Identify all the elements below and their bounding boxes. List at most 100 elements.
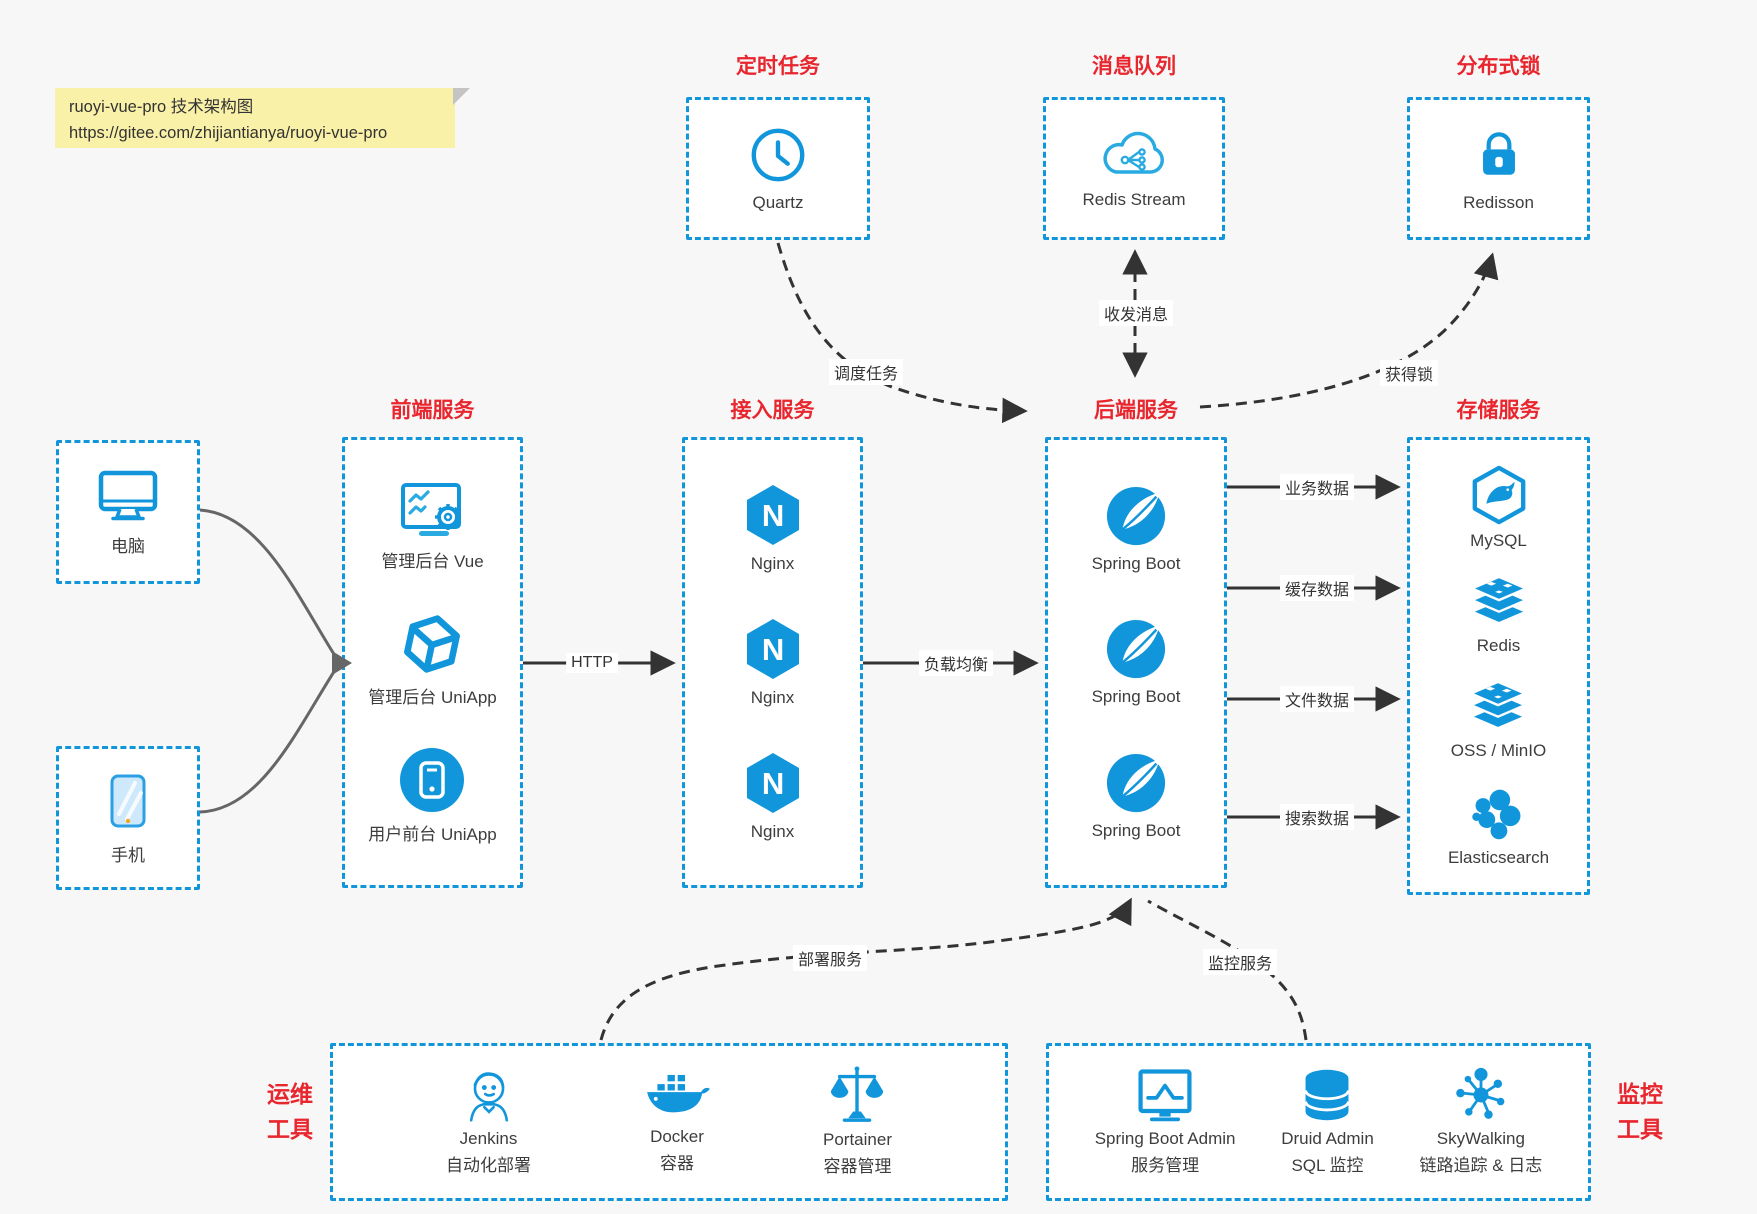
skywalking-desc: 链路追踪 & 日志 — [1419, 1156, 1543, 1175]
svg-text:N: N — [761, 766, 783, 801]
nginx-node: N Nginx — [743, 751, 803, 842]
portainer-name: Portainer — [823, 1130, 892, 1150]
monitor-title-line1: 监控 — [1617, 1081, 1663, 1107]
edge-label-lb: 负载均衡 — [918, 650, 994, 676]
admin-vue-node: 管理后台 Vue — [381, 480, 484, 572]
uniapp-cube-icon — [404, 614, 461, 673]
edge-label-file: 文件数据 — [1279, 686, 1355, 712]
oss-minio-label: OSS / MinIO — [1450, 741, 1547, 760]
edge-label-schedule: 调度任务 — [828, 359, 904, 385]
title-monitor-tools: 监控 工具 — [1602, 1077, 1678, 1146]
nginx-icon: N — [746, 485, 799, 545]
elasticsearch-icon — [1472, 789, 1521, 840]
desktop-icon — [98, 470, 158, 521]
phone-icon — [110, 774, 146, 828]
spring-boot-label: Spring Boot — [1091, 687, 1181, 706]
title-message-queue: 消息队列 — [1092, 55, 1176, 78]
quartz-label: Quartz — [752, 193, 804, 212]
spring-boot-admin-icon — [1138, 1069, 1192, 1122]
spring-boot-node: Spring Boot — [1091, 752, 1181, 841]
access-box: N Nginx N Nginx N Nginx — [682, 437, 863, 888]
skywalking-node: SkyWalking 链路追踪 & 日志 — [1419, 1066, 1542, 1178]
edge-label-deploy: 部署服务 — [792, 945, 868, 971]
ops-title-line1: 运维 — [267, 1081, 313, 1107]
redis-label: Redis — [1476, 636, 1521, 655]
skywalking-icon — [1456, 1067, 1505, 1119]
ops-title-line2: 工具 — [267, 1115, 313, 1142]
docker-icon — [647, 1073, 710, 1113]
redisson-box: Redisson — [1407, 97, 1590, 240]
nginx-icon: N — [746, 753, 799, 813]
admin-console-icon — [400, 482, 461, 536]
portainer-icon — [831, 1066, 884, 1122]
client-curves — [199, 508, 339, 814]
spring-boot-node: Spring Boot — [1091, 485, 1181, 574]
svg-text:N: N — [761, 632, 783, 667]
nginx-node: N Nginx — [743, 617, 803, 708]
edge-label-lock: 获得锁 — [1379, 360, 1439, 386]
monitoring-tools-box: Spring Boot Admin 服务管理 Druid Admin SQL 监… — [1046, 1043, 1591, 1201]
jenkins-icon — [469, 1072, 508, 1122]
oss-storage-icon — [1470, 680, 1527, 730]
title-ops-tools: 运维 工具 — [252, 1077, 328, 1146]
quartz-box: Quartz — [686, 97, 870, 240]
mysql-icon — [1472, 465, 1525, 525]
backend-box: Spring Boot Spring Boot Spring Boot — [1045, 437, 1227, 888]
spring-boot-label: Spring Boot — [1091, 820, 1181, 840]
edge-lock — [1199, 252, 1499, 409]
title-scheduled-tasks: 定时任务 — [736, 55, 820, 78]
druid-admin-desc: SQL 监控 — [1291, 1156, 1364, 1175]
storage-box: MySQL Redis — [1407, 437, 1590, 895]
spring-boot-icon — [1106, 753, 1166, 812]
note-title: ruoyi-vue-pro 技术架构图 — [69, 98, 254, 116]
user-uniapp-label: 用户前台 UniApp — [368, 825, 497, 845]
spring-boot-admin-name: Spring Boot Admin — [1094, 1129, 1236, 1149]
phone-client-node: 手机 — [97, 770, 159, 866]
edge-schedule — [776, 242, 1028, 424]
portainer-desc: 容器管理 — [823, 1157, 892, 1176]
redis-icon — [1470, 575, 1527, 625]
mysql-node: MySQL — [1469, 464, 1529, 551]
title-distributed-lock: 分布式锁 — [1456, 55, 1541, 78]
oss-minio-node: OSS / MinIO — [1451, 680, 1546, 761]
admin-vue-label: 管理后台 Vue — [381, 551, 484, 571]
svg-text:N: N — [761, 498, 783, 533]
redis-node: Redis — [1468, 575, 1530, 656]
admin-uniapp-node: 管理后台 UniApp — [368, 612, 497, 708]
docker-desc: 容器 — [660, 1154, 694, 1173]
jenkins-desc: 自动化部署 — [446, 1156, 531, 1175]
phone-client-label: 手机 — [111, 846, 145, 865]
redis-stream-label: Redis Stream — [1082, 190, 1186, 209]
nginx-node: N Nginx — [743, 483, 803, 574]
edge-label-monitor: 监控服务 — [1202, 949, 1278, 975]
title-backend: 后端服务 — [1094, 399, 1178, 422]
nginx-label: Nginx — [750, 822, 795, 841]
spring-boot-label: Spring Boot — [1091, 553, 1181, 573]
redisson-label: Redisson — [1463, 193, 1534, 212]
skywalking-name: SkyWalking — [1436, 1129, 1525, 1149]
monitor-title-line2: 工具 — [1617, 1115, 1663, 1142]
title-access: 接入服务 — [730, 399, 815, 422]
mysql-label: MySQL — [1470, 531, 1527, 550]
edge-label-mq: 收发消息 — [1098, 300, 1174, 326]
title-storage: 存储服务 — [1456, 399, 1541, 422]
edge-label-biz: 业务数据 — [1279, 474, 1355, 500]
pc-client-box: 电脑 — [56, 440, 200, 584]
pc-client-node: 电脑 — [96, 467, 160, 557]
spring-boot-admin-desc: 服务管理 — [1131, 1156, 1200, 1175]
lock-icon — [1482, 132, 1515, 175]
sticky-note: ruoyi-vue-pro 技术架构图 https://gitee.com/zh… — [55, 88, 470, 148]
redis-stream-box: Redis Stream — [1043, 97, 1225, 240]
note-fold-corner — [453, 88, 470, 105]
nginx-label: Nginx — [750, 688, 795, 707]
jenkins-node: Jenkins 自动化部署 — [446, 1066, 531, 1178]
spring-boot-icon — [1106, 486, 1166, 545]
edge-label-search: 搜索数据 — [1279, 804, 1355, 830]
ops-tools-box: Jenkins 自动化部署 Docker 容器 — [330, 1043, 1008, 1201]
spring-boot-node: Spring Boot — [1091, 618, 1181, 707]
edge-label-cache: 缓存数据 — [1279, 575, 1355, 601]
druid-admin-name: Druid Admin — [1281, 1129, 1374, 1149]
nginx-icon: N — [746, 619, 799, 679]
clock-icon — [751, 128, 805, 182]
